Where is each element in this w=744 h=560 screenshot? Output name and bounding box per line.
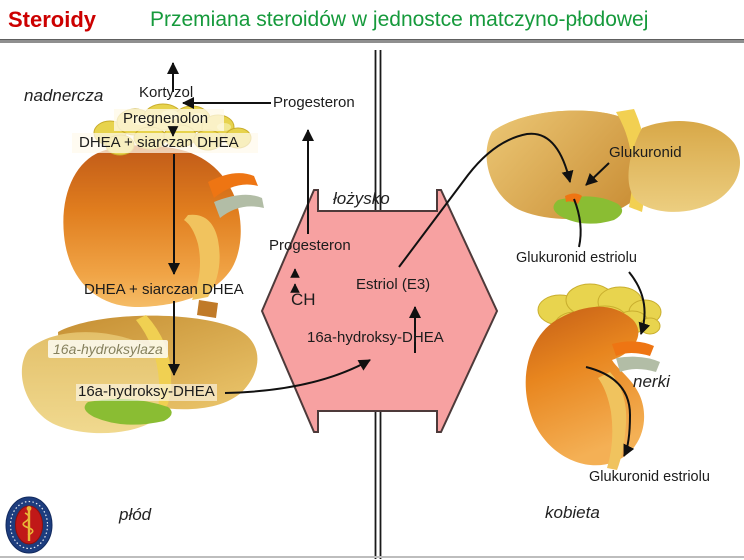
adrenal-region-label: nadnercza	[24, 86, 104, 105]
dhea-lower-label: DHEA + siarczan DHEA	[84, 281, 244, 298]
hydroxy-dhea-placenta-label: 16a-hydroksy-DHEA	[307, 329, 444, 346]
bottom-divider	[0, 556, 744, 558]
slide-badge: Steroidy	[8, 7, 97, 32]
progesteron-top-label: Progesteron	[273, 94, 355, 111]
line-liver-to-glukuronid-estriolu	[573, 198, 582, 248]
hydroxy-dhea-fetal-label: 16a-hydroksy-DHEA	[76, 383, 217, 401]
placenta-label: łożysko	[333, 189, 390, 208]
glukuronid-label: Glukuronid	[609, 144, 682, 161]
fetus-label: płód	[119, 505, 152, 524]
glukuronid-estriolu-excreted-label: Glukuronid estriolu	[589, 469, 710, 485]
placenta-hexagon	[260, 189, 499, 433]
enzyme-label: 16a-hydroksylaza	[48, 340, 168, 358]
fetal-liver-illustration	[21, 315, 258, 434]
title-divider	[0, 39, 744, 43]
adrenal-gland-illustration	[63, 103, 264, 318]
estriol-label: Estriol (E3)	[356, 276, 431, 293]
arrow-estriol-to-liver	[398, 132, 574, 268]
arrow-hydroxydhea-to-placenta	[224, 359, 371, 394]
progesteron-placenta-label: Progesteron	[269, 237, 351, 254]
flow-arrows	[167, 62, 651, 457]
kortyzol-label: Kortyzol	[139, 84, 194, 101]
page-title: Przemiana steroidów w jednostce matczyno…	[150, 8, 649, 31]
arrow-glukuronid-to-liver	[585, 162, 610, 186]
pregnenolon-label: Pregnenolon	[123, 110, 209, 127]
maternal-liver-illustration	[486, 109, 740, 224]
maternal-kidney-illustration	[525, 283, 662, 470]
arrow-glukuronid-to-kidney	[628, 271, 651, 335]
glukuronid-estriolu-liver-label: Glukuronid estriolu	[516, 250, 637, 266]
medical-university-seal	[5, 496, 53, 554]
arrow-kidney-excretion	[585, 366, 635, 457]
woman-label: kobieta	[545, 503, 600, 522]
cholesterol-label: CH	[291, 290, 316, 309]
dhea-upper-label: DHEA + siarczan DHEA	[79, 134, 239, 151]
kidney-region-label: nerki	[633, 372, 670, 391]
